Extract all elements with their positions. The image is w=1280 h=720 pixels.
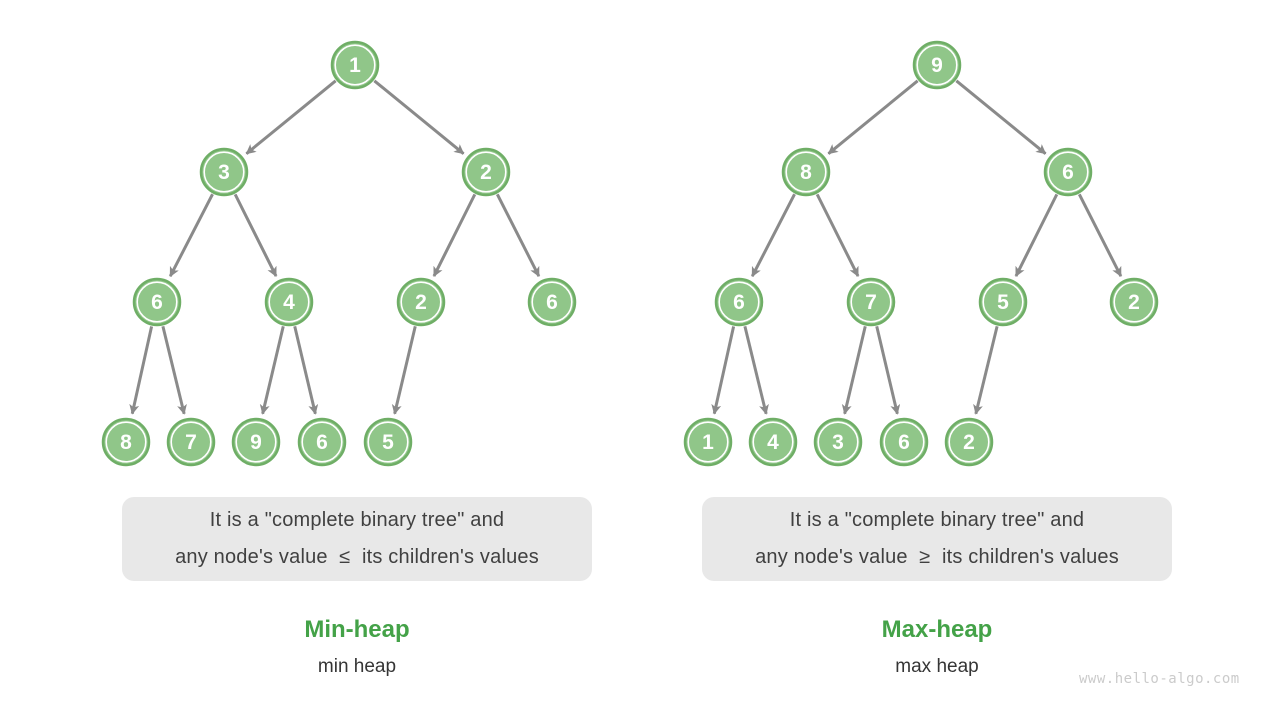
tree-node-value: 1 bbox=[349, 54, 361, 77]
tree-edge bbox=[875, 325, 901, 415]
tree-node-value: 6 bbox=[316, 431, 328, 454]
tree-node-value: 3 bbox=[218, 161, 230, 184]
min-heap-subtitle: min heap bbox=[317, 656, 397, 677]
tree-node-value: 2 bbox=[415, 291, 427, 314]
tree-node: 7 bbox=[166, 417, 216, 467]
tree-node-value: 7 bbox=[865, 291, 877, 314]
max-heap-panel: It is a "complete binary tree" and any n… bbox=[702, 497, 1172, 678]
max-heap-tree: 9 8 6 6 7 5 2 1 4 3 6 2 bbox=[683, 40, 1159, 467]
tree-node-value: 3 bbox=[832, 431, 844, 454]
tree-edge bbox=[373, 79, 465, 155]
tree-node-value: 6 bbox=[151, 291, 163, 314]
tree-node: 2 bbox=[461, 147, 511, 197]
tree-node: 6 bbox=[527, 277, 577, 327]
tree-node-value: 6 bbox=[898, 431, 910, 454]
max-heap-caption-box: It is a "complete binary tree" and any n… bbox=[702, 497, 1172, 581]
tree-node-value: 2 bbox=[1128, 291, 1140, 314]
min-heap-title: Min-heap bbox=[304, 616, 410, 643]
tree-node-value: 7 bbox=[185, 431, 197, 454]
tree-node: 3 bbox=[199, 147, 249, 197]
tree-edge bbox=[259, 325, 285, 415]
tree-edge bbox=[129, 326, 154, 415]
watermark-text: www.hello-algo.com bbox=[1079, 671, 1240, 687]
heap-trees-canvas: 1 3 2 6 4 2 6 8 7 9 6 5 9 8 6 6 7 5 2 1 4 3 6 2 bbox=[101, 40, 1159, 467]
tree-node-value: 6 bbox=[1062, 161, 1074, 184]
tree-node-value: 2 bbox=[480, 161, 492, 184]
tree-node: 2 bbox=[1109, 277, 1159, 327]
max-heap-title: Max-heap bbox=[881, 616, 993, 643]
tree-node: 6 bbox=[1043, 147, 1093, 197]
tree-node: 2 bbox=[944, 417, 994, 467]
tree-node-value: 9 bbox=[250, 431, 262, 454]
tree-node-value: 6 bbox=[546, 291, 558, 314]
tree-node-value: 8 bbox=[120, 431, 132, 454]
tree-node-value: 9 bbox=[931, 54, 943, 77]
tree-node-value: 4 bbox=[283, 291, 295, 314]
tree-edge bbox=[973, 325, 999, 415]
tree-node-value: 1 bbox=[702, 431, 714, 454]
tree-node: 9 bbox=[231, 417, 281, 467]
tree-edge bbox=[955, 79, 1047, 155]
tree-node: 5 bbox=[978, 277, 1028, 327]
tree-edge bbox=[1077, 193, 1123, 278]
tree-node: 1 bbox=[683, 417, 733, 467]
tree-node: 6 bbox=[714, 277, 764, 327]
max-heap-caption-line2: any node's value ≥ its children's values bbox=[755, 546, 1119, 568]
tree-edge bbox=[827, 79, 919, 155]
tree-node: 6 bbox=[132, 277, 182, 327]
tree-edge bbox=[495, 193, 541, 278]
min-heap-caption-line1: It is a "complete binary tree" and bbox=[209, 509, 505, 531]
min-heap-caption-box: It is a "complete binary tree" and any n… bbox=[122, 497, 592, 581]
tree-edge bbox=[293, 325, 319, 415]
tree-node: 9 bbox=[912, 40, 962, 90]
tree-node-value: 2 bbox=[963, 431, 975, 454]
min-heap-panel: It is a "complete binary tree" and any n… bbox=[122, 497, 592, 678]
tree-node: 2 bbox=[396, 277, 446, 327]
max-heap-subtitle: max heap bbox=[895, 656, 979, 677]
max-heap-caption-line1: It is a "complete binary tree" and bbox=[789, 509, 1085, 531]
tree-edge bbox=[841, 325, 867, 415]
tree-node: 4 bbox=[264, 277, 314, 327]
tree-edge bbox=[432, 193, 477, 277]
tree-node: 6 bbox=[879, 417, 929, 467]
tree-edge bbox=[168, 193, 214, 278]
tree-edge bbox=[1014, 193, 1059, 277]
tree-node: 4 bbox=[748, 417, 798, 467]
tree-edge bbox=[391, 325, 417, 415]
tree-node: 1 bbox=[330, 40, 380, 90]
tree-edge bbox=[743, 325, 769, 415]
tree-edge bbox=[233, 193, 278, 277]
min-heap-caption-line2: any node's value ≤ its children's values bbox=[175, 546, 539, 568]
tree-edge bbox=[245, 79, 337, 155]
tree-edge bbox=[161, 325, 187, 415]
tree-node-value: 6 bbox=[733, 291, 745, 314]
tree-node: 3 bbox=[813, 417, 863, 467]
tree-node-value: 5 bbox=[997, 291, 1009, 314]
tree-node-value: 4 bbox=[767, 431, 779, 454]
tree-node: 8 bbox=[781, 147, 831, 197]
tree-node: 8 bbox=[101, 417, 151, 467]
tree-node: 7 bbox=[846, 277, 896, 327]
tree-node: 6 bbox=[297, 417, 347, 467]
tree-node-value: 8 bbox=[800, 161, 812, 184]
tree-edge bbox=[711, 326, 736, 415]
tree-edge bbox=[750, 193, 796, 278]
tree-node-value: 5 bbox=[382, 431, 394, 454]
tree-edge bbox=[815, 193, 860, 277]
tree-node: 5 bbox=[363, 417, 413, 467]
min-heap-tree: 1 3 2 6 4 2 6 8 7 9 6 5 bbox=[101, 40, 577, 467]
